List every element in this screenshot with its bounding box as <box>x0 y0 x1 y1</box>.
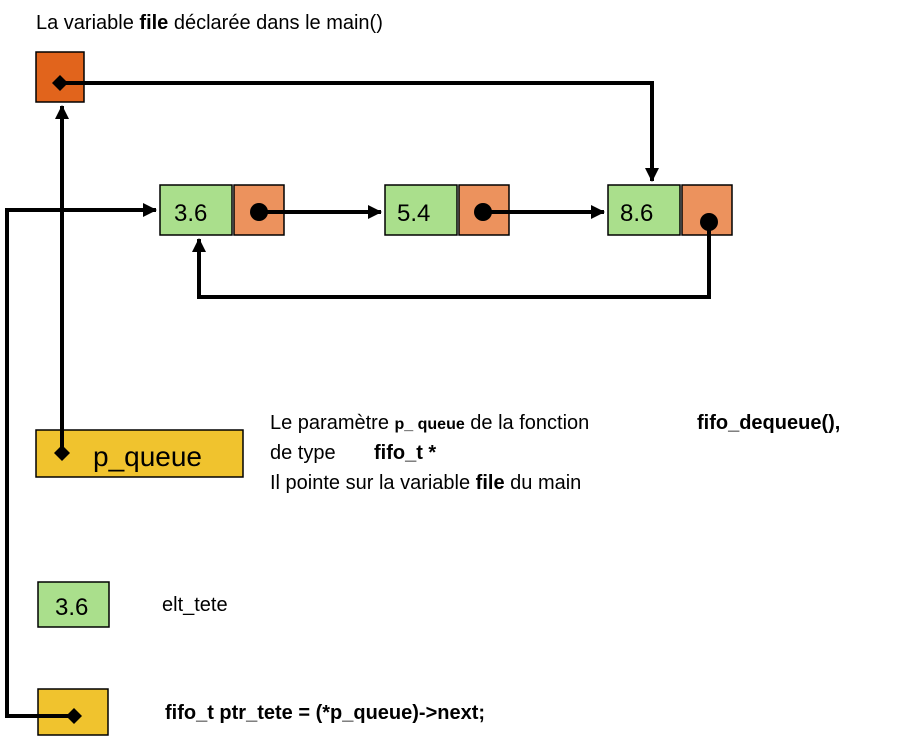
param-description-line-1: Le paramètre p_ queue de la fonction <box>270 412 590 434</box>
code-line: fifo_t ptr_tete = (*p_queue)->next; <box>165 702 486 724</box>
arrow-ptr-tete-to-first-node <box>5 203 157 718</box>
node-2-value-cell <box>384 184 458 236</box>
elt-tete-value: 3.6 <box>55 594 88 621</box>
p-queue-pointer-diamond <box>54 445 70 461</box>
arrow-last-node-to-first-node <box>192 222 711 299</box>
node-1-value-cell <box>159 184 233 236</box>
node-2-next-dot <box>474 203 492 221</box>
p-queue-label: p_queue <box>93 441 202 472</box>
param-description-line-3: Il pointe sur la variable file du main <box>270 472 582 494</box>
diagram-title: La variable file déclarée dans le main() <box>36 12 383 34</box>
node-3-value: 8.6 <box>620 200 653 227</box>
node-1-next-dot <box>250 203 268 221</box>
node-3-value-cell <box>607 184 681 236</box>
node-1-value: 3.6 <box>174 200 207 227</box>
file-pointer-diamond <box>52 75 68 91</box>
elt-tete-label: elt_tete <box>162 594 228 616</box>
list-node-3: 8.6 <box>607 184 733 236</box>
ptr-tete-pointer-diamond <box>66 708 82 724</box>
function-name: fifo_dequeue(), <box>697 412 841 434</box>
param-description-line-2: de type <box>270 442 336 464</box>
p-queue-box <box>35 429 244 478</box>
arrow-file-to-last-node <box>60 81 659 182</box>
node-3-next-dot <box>700 213 718 231</box>
elt-tete-box <box>37 581 110 628</box>
param-type: fifo_t * <box>374 442 437 464</box>
node-2-value: 5.4 <box>397 200 430 227</box>
